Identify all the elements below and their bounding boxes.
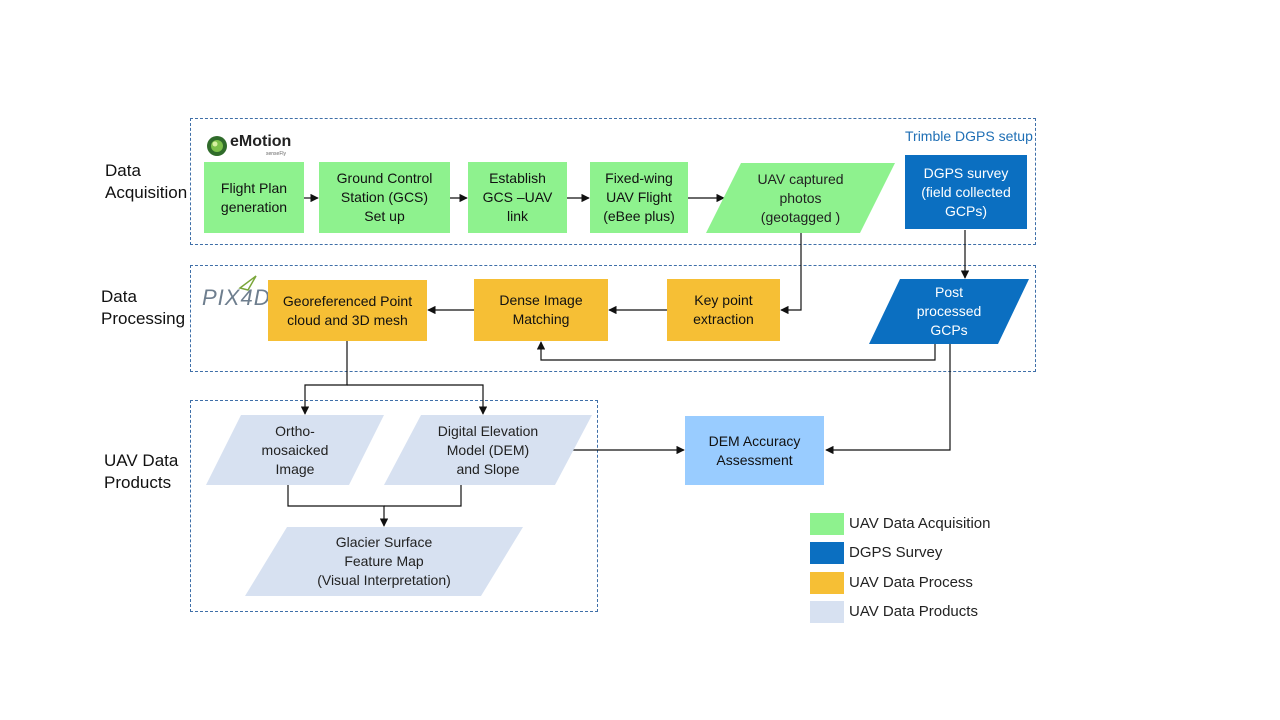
legend-label: UAV Data Acquisition <box>849 515 991 532</box>
pix4d-logo-text: PIX4D <box>202 285 271 310</box>
arrow-ortho-to-glacier <box>287 485 389 527</box>
legend-swatch <box>810 601 844 623</box>
node-gcs-setup: Ground Control Station (GCS) Set up <box>319 162 450 233</box>
emotion-logo-subtext: senseFly <box>266 151 287 157</box>
node-gcs-link: Establish GCS –UAV link <box>468 162 567 233</box>
arrow-photos-to-keypoint <box>780 232 802 315</box>
pix4d-logo-icon <box>238 275 257 291</box>
node-dem: Digital Elevation Model (DEM) and Slope <box>384 415 592 485</box>
arrow-pointcloud-to-ortho <box>300 341 348 415</box>
node-uav-photos: UAV captured photos (geotagged ) <box>706 163 895 233</box>
legend-swatch <box>810 542 844 564</box>
acquisition-group-frame <box>190 118 1036 245</box>
section-label-acquisition: Data Acquisition <box>105 161 188 202</box>
emotion-logo: eMotion senseFly <box>206 133 306 159</box>
section-label-processing: Data Processing <box>101 287 186 328</box>
arrow-dem-to-glacier <box>384 485 462 507</box>
emotion-logo-text: eMotion <box>230 133 292 150</box>
node-glacier-map: Glacier Surface Feature Map (Visual Inte… <box>245 527 523 596</box>
emotion-logo-icon <box>207 136 227 156</box>
legend-label: UAV Data Products <box>849 603 978 620</box>
section-label-products: UAV Data Products <box>104 451 179 492</box>
processing-group-frame <box>190 265 1036 372</box>
arrow-postgcps-to-accuracy <box>825 344 951 455</box>
node-dem-accuracy: DEM Accuracy Assessment <box>685 416 824 485</box>
trimble-dgps-label: Trimble DGPS setup <box>905 128 1033 144</box>
node-flight-plan: Flight Plan generation <box>204 162 304 233</box>
pix4d-logo: PIX4D <box>200 272 270 312</box>
node-dgps-survey: DGPS survey (field collected GCPs) <box>905 155 1027 229</box>
node-orthomosaic: Ortho- mosaicked Image <box>206 415 384 485</box>
node-key-point-extraction: Key point extraction <box>667 279 780 341</box>
legend-label: DGPS Survey <box>849 544 943 561</box>
legend-label: UAV Data Process <box>849 574 973 591</box>
node-post-processed-gcps: Post processed GCPs <box>869 279 1029 344</box>
legend-swatch <box>810 513 844 535</box>
node-dense-image-matching: Dense Image Matching <box>474 279 608 341</box>
legend-swatch <box>810 572 844 594</box>
node-uav-flight: Fixed-wing UAV Flight (eBee plus) <box>590 162 688 233</box>
arrow-pointcloud-to-dem <box>347 384 488 415</box>
products-group-frame <box>190 400 598 612</box>
arrow-postgcps-to-dense <box>536 341 936 361</box>
node-point-cloud: Georeferenced Point cloud and 3D mesh <box>268 280 427 341</box>
